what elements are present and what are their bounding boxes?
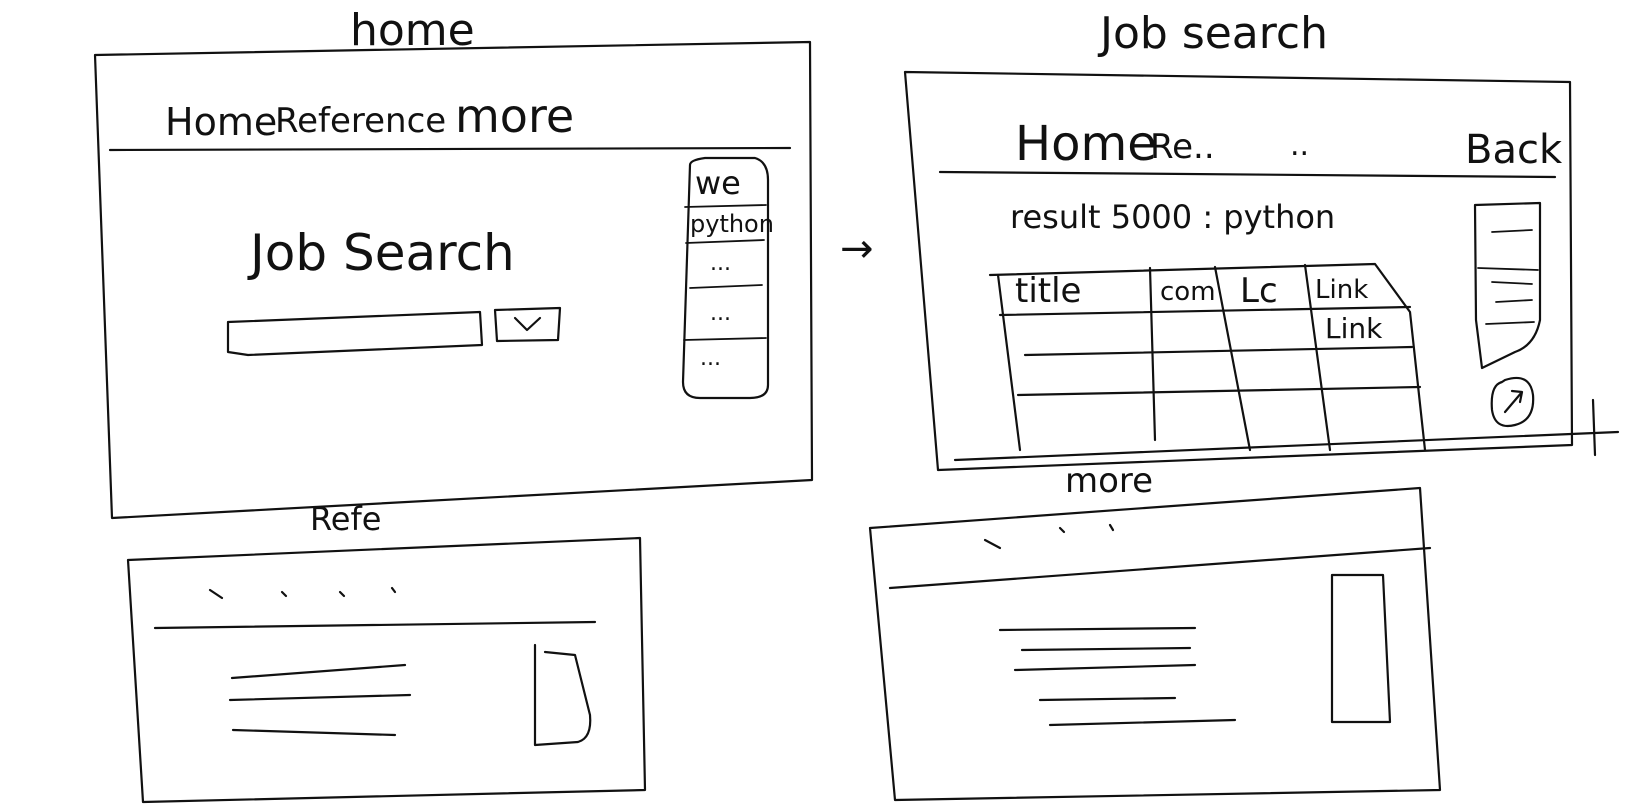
home-side-item[interactable]: python xyxy=(690,210,774,238)
more-frame xyxy=(868,486,1442,802)
table-cell-link[interactable]: Link xyxy=(1325,312,1383,345)
job-side-list xyxy=(1473,201,1542,370)
job-nav-home[interactable]: Home xyxy=(1015,116,1157,172)
job-nav-reference[interactable]: Re.. xyxy=(1150,127,1215,167)
home-side-list xyxy=(681,156,770,400)
more-nav-divider xyxy=(888,546,1432,590)
refe-sketch-title: Refe xyxy=(310,500,381,538)
home-nav-divider xyxy=(108,146,792,152)
home-search-input[interactable] xyxy=(226,310,484,357)
job-result-text: result 5000 : python xyxy=(1010,198,1335,236)
refe-content-lines xyxy=(228,663,412,737)
refe-nav-dots xyxy=(208,586,397,600)
table-header-location: Lc xyxy=(1240,271,1278,311)
home-frame xyxy=(93,40,814,520)
chevron-down-icon xyxy=(513,316,542,332)
home-nav-reference[interactable]: Reference xyxy=(275,101,446,141)
job-search-sketch-title: Job search xyxy=(1097,8,1328,59)
more-side-panel xyxy=(1330,573,1392,724)
more-nav-dots xyxy=(983,523,1115,550)
job-nav-dots: .. xyxy=(1290,128,1309,163)
table-header-company: com xyxy=(1160,277,1216,307)
more-content-lines xyxy=(998,626,1237,727)
job-search-nav-divider xyxy=(938,170,1557,179)
home-nav-more[interactable]: more xyxy=(455,89,574,143)
home-side-item[interactable]: we xyxy=(695,164,741,202)
job-results-table xyxy=(988,262,1427,452)
home-side-item[interactable]: ... xyxy=(710,251,731,276)
home-side-item[interactable]: ... xyxy=(700,346,721,371)
arrow-up-right-icon xyxy=(1503,389,1524,414)
job-search-frame xyxy=(903,70,1574,472)
more-sketch-title: more xyxy=(1065,461,1153,501)
refe-frame xyxy=(126,536,647,804)
home-nav-home[interactable]: Home xyxy=(165,100,277,144)
home-heading: Job Search xyxy=(247,224,515,282)
table-header-link: Link xyxy=(1315,275,1368,305)
refe-nav-divider xyxy=(153,620,597,630)
refe-side-panel xyxy=(533,643,592,747)
arrow-icon: → xyxy=(840,226,874,272)
job-nav-back[interactable]: Back xyxy=(1465,127,1563,173)
table-header-title: title xyxy=(1015,271,1081,311)
home-search-dropdown[interactable] xyxy=(493,306,562,343)
scroll-to-top-button[interactable] xyxy=(1490,376,1535,428)
home-side-item[interactable]: ... xyxy=(710,301,731,326)
